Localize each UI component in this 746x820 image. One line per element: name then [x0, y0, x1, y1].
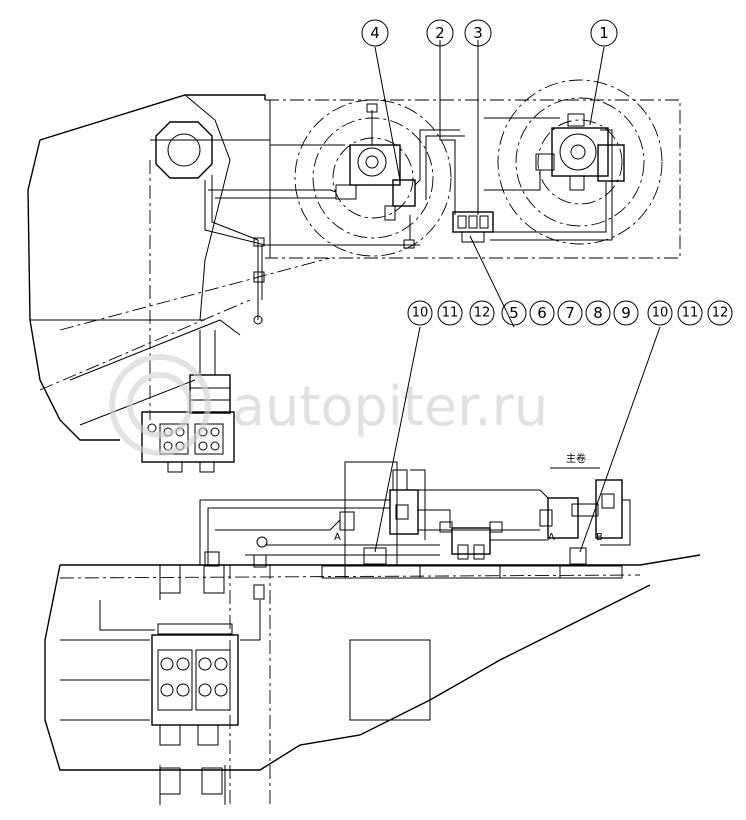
lower-fittings	[204, 536, 268, 600]
upper-valve-manifold	[452, 211, 494, 243]
upper-fittings	[253, 237, 415, 325]
callout-11a: 11	[442, 306, 459, 321]
upper-hoses	[204, 40, 613, 320]
callout-1-balloon	[590, 19, 618, 47]
main-winch-label: 主卷	[566, 452, 586, 465]
watermark: autopiter.ru	[109, 354, 548, 456]
lower-main-valve-bank	[151, 564, 239, 795]
lower-left-winch-motor	[339, 461, 419, 567]
left-winch-drum	[294, 99, 452, 257]
callout-6: 6	[537, 304, 547, 322]
callout-3: 3	[473, 24, 483, 42]
callout-10b: 10	[652, 306, 669, 321]
callout-4-balloon	[361, 19, 389, 47]
callout-9: 9	[621, 304, 631, 322]
left-winch-motor	[335, 103, 416, 221]
right-winch-drum	[497, 79, 663, 245]
callout-12a: 12	[474, 306, 491, 321]
port-a-right-label: A	[548, 532, 555, 543]
lower-right-winch-motor	[539, 479, 623, 565]
callout-12b: 12	[712, 306, 729, 321]
lower-crossbar	[321, 565, 623, 579]
callouts-top: 4 2 3 1	[361, 19, 618, 181]
callout-3-balloon	[464, 19, 492, 47]
port-a-left-label: A	[334, 532, 341, 543]
right-winch-motor	[535, 113, 625, 191]
lower-center-valve	[439, 521, 503, 560]
callout-1: 1	[599, 24, 609, 42]
callout-11b: 11	[682, 306, 699, 321]
callout-7: 7	[565, 304, 575, 322]
port-labels: 主卷 A A B	[334, 452, 603, 543]
callout-8: 8	[593, 304, 603, 322]
lower-frame	[44, 554, 701, 805]
callout-5: 5	[509, 304, 519, 322]
callout-2-balloon	[426, 19, 454, 47]
boom-hinge-pin	[155, 121, 213, 179]
callout-10a: 10	[412, 306, 429, 321]
lower-hoses	[99, 469, 631, 641]
watermark-text: autopiter.ru	[232, 375, 548, 438]
port-b-right-label: B	[596, 532, 603, 543]
callout-4: 4	[370, 24, 380, 42]
callouts-row: 10 11 12 5 6 7 8 9 10 11 12	[374, 235, 733, 553]
boom-outline	[27, 94, 681, 441]
callout-2: 2	[435, 24, 445, 42]
